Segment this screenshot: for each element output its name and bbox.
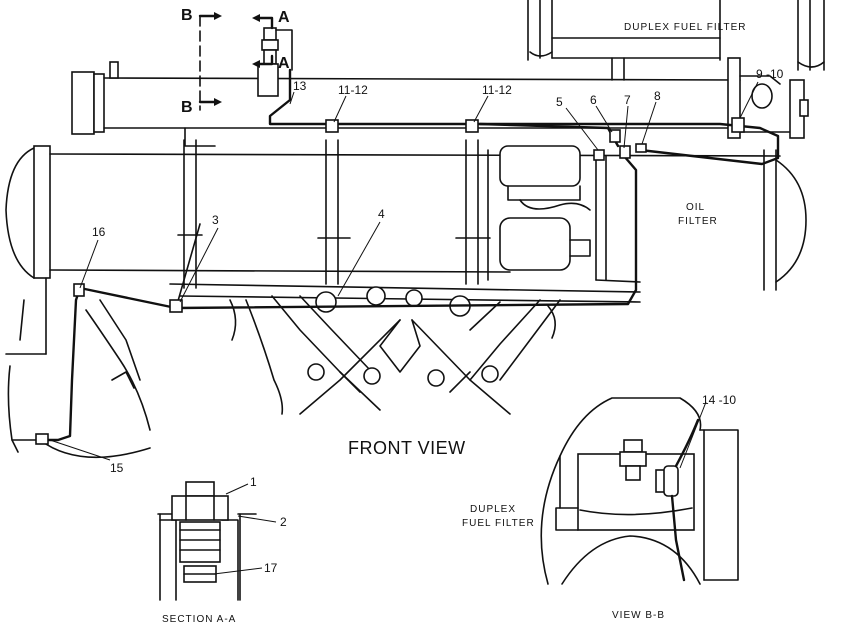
callout-14-10: 14 -10 xyxy=(702,393,736,407)
section-marker-a-bottom: A xyxy=(278,55,290,72)
label-duplex-fuel-filter: DUPLEX FUEL FILTER xyxy=(624,22,746,33)
callout-5: 5 xyxy=(556,95,563,109)
caption-front-view: FRONT VIEW xyxy=(348,438,466,458)
callout-17: 17 xyxy=(264,561,278,575)
label-oil-filter-line2: FILTER xyxy=(678,216,718,227)
callout-8: 8 xyxy=(654,89,661,103)
fitting-5 xyxy=(593,149,605,161)
callout-1: 1 xyxy=(250,475,257,489)
fitting-15 xyxy=(35,433,49,445)
lower-frame xyxy=(229,286,561,415)
fitting-8 xyxy=(635,143,647,153)
view-bb-detail: 14 -10 DUPLEX FUEL FILTER VIEW B-B xyxy=(462,393,739,621)
callout-numbers: 13 11-12 11-12 5 6 7 8 9 -10 3 4 16 15 xyxy=(92,67,784,475)
caption-section-aa: SECTION A-A xyxy=(162,614,236,625)
section-marker-b-top: B xyxy=(181,7,193,24)
fitting-6 xyxy=(609,129,621,143)
callout-6: 6 xyxy=(590,93,597,107)
fitting-3 xyxy=(169,299,183,313)
leader-lines xyxy=(49,81,759,461)
engine-body xyxy=(5,139,807,303)
callout-7: 7 xyxy=(624,93,631,107)
fuel-lines xyxy=(44,68,780,442)
callout-9-10: 9 -10 xyxy=(756,67,784,81)
fitting-16 xyxy=(73,283,85,297)
callout-15: 15 xyxy=(110,461,124,475)
section-aa-detail: 1 2 17 SECTION A-A xyxy=(157,475,287,625)
fitting-9-10 xyxy=(731,117,745,133)
caption-view-bb: VIEW B-B xyxy=(612,610,665,621)
fitting-11-12-right xyxy=(465,119,479,133)
fittings xyxy=(35,117,745,445)
callout-13: 13 xyxy=(293,79,307,93)
label-duplex-inset-line1: DUPLEX xyxy=(470,504,516,515)
section-marker-b-bottom: B xyxy=(181,99,193,116)
callout-4: 4 xyxy=(378,207,385,221)
fitting-7 xyxy=(619,145,631,159)
callout-11-12-left: 11-12 xyxy=(338,83,368,97)
section-marker-a-top: A xyxy=(278,9,290,26)
duplex-fuel-filter-top xyxy=(527,0,825,81)
callout-2: 2 xyxy=(280,515,287,529)
callout-11-12-right: 11-12 xyxy=(482,83,512,97)
fitting-11-12-left xyxy=(325,119,339,133)
label-duplex-inset-line2: FUEL FILTER xyxy=(462,518,535,529)
left-structure xyxy=(5,277,151,459)
callout-16: 16 xyxy=(92,225,106,239)
filter-housing-group xyxy=(487,145,641,283)
label-oil-filter-line1: OIL xyxy=(686,202,705,213)
section-markers: B B A A xyxy=(181,7,290,116)
callout-3: 3 xyxy=(212,213,219,227)
